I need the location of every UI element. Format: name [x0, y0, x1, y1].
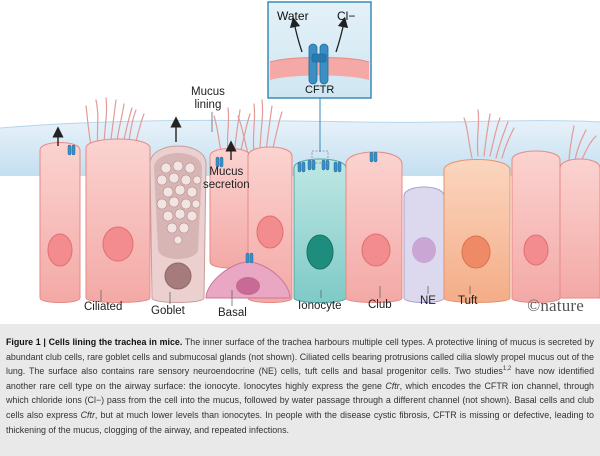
- cftr-label: CFTR: [305, 84, 335, 96]
- ionocyte-label: Ionocyte: [298, 300, 342, 312]
- ionocyte-cell: [293, 158, 347, 303]
- caption-text-1: The inner surface of the trachea harbour…: [6, 337, 594, 377]
- goblet-granules: [156, 160, 202, 245]
- water-label: Water: [277, 9, 309, 23]
- caption-gene-2: Cftr: [80, 409, 95, 420]
- leader-lines: [100, 112, 471, 306]
- cftr-channel-icon: [308, 43, 329, 85]
- cftr-inset: [267, 1, 372, 99]
- ne-label: NE: [420, 295, 436, 307]
- inset-arrows: [289, 16, 349, 53]
- trachea-cell-diagram: Water Cl− CFTR Mucus lining Mucus secret…: [0, 1, 600, 319]
- cilia: [85, 97, 597, 163]
- caption-text-2: have now identified another rare cell ty…: [6, 366, 595, 391]
- chloride-label: Cl−: [337, 9, 356, 23]
- caption-gene-1: Cftr: [385, 380, 400, 391]
- basal-label: Basal: [218, 307, 247, 319]
- caption-reference: 1,2: [502, 366, 512, 373]
- figure-caption: Figure 1 | Cells lining the trachea in m…: [6, 335, 594, 437]
- ciliated-label: Ciliated: [84, 301, 123, 313]
- diagram-graphic: [0, 1, 600, 306]
- caption-text-3: , which encodes the CFTR ion channel, th…: [6, 380, 594, 420]
- flow-arrows: [52, 116, 237, 160]
- tuft-cell: [443, 159, 511, 303]
- mucus-secretion-label: Mucus secretion: [203, 166, 250, 191]
- ciliated-cell-left: [39, 142, 81, 303]
- goblet-label: Goblet: [151, 305, 185, 317]
- nature-logo: ©nature: [527, 296, 584, 315]
- mucus-lining-label: Mucus lining: [191, 86, 225, 111]
- cftr-channels: [67, 144, 378, 264]
- club-label: Club: [368, 299, 392, 311]
- caption-title: Figure 1 | Cells lining the trachea in m…: [6, 337, 183, 347]
- caption-text-4: , but at much lower levels than ionocyte…: [6, 409, 594, 435]
- figure-caption-box: Figure 1 | Cells lining the trachea in m…: [0, 324, 600, 456]
- tuft-label: Tuft: [458, 295, 478, 307]
- club-cell: [345, 151, 403, 303]
- ciliated-cell: [85, 138, 151, 303]
